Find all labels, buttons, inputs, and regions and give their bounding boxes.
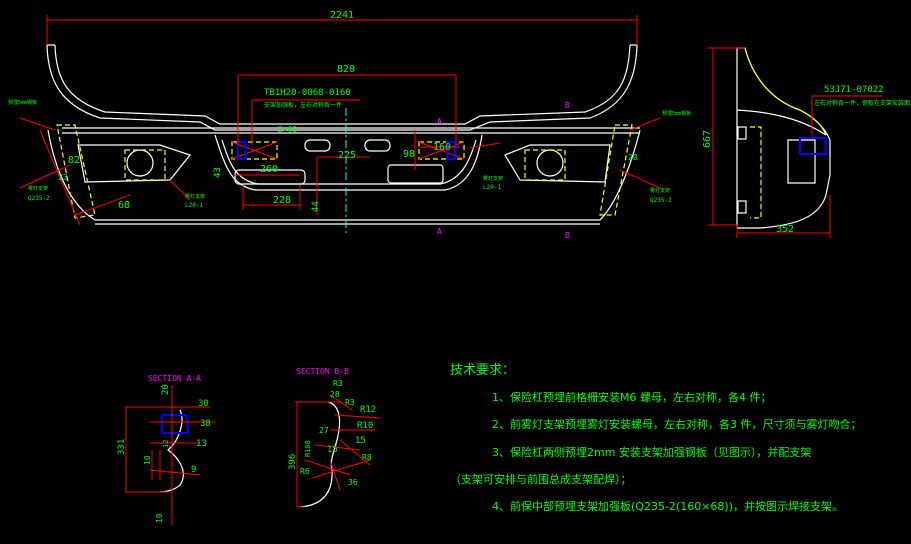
dim-b-15b: 15: [327, 445, 338, 455]
section-mark-a-bottom: A: [437, 227, 442, 236]
dim-b-396: 396: [288, 454, 298, 470]
section-a-a: SECTION A-A 20 30 38 13 9 331 10 10 12: [117, 374, 215, 525]
requirements-heading: 技术要求：: [450, 363, 516, 378]
dim-b-r3b: R3: [345, 398, 355, 407]
dim-right-small: 20: [628, 153, 638, 162]
label-lamp-right-code: L20-1: [483, 184, 501, 191]
requirement-3-continued: （支架可安排与前围总成支架配焊）；: [450, 473, 632, 486]
dim-44: 44: [311, 201, 321, 212]
requirement-1: 1、保险杠预埋前格栅安装M6 螺母，左右对称，各4 件；: [492, 391, 772, 404]
dim-a-10b: 10: [155, 513, 164, 523]
dim-b-27: 27: [319, 426, 329, 435]
section-a-title: SECTION A-A: [148, 374, 201, 383]
section-mark-b-top: B: [565, 101, 570, 110]
label-lamp-left-code: L20-1: [185, 202, 203, 209]
section-b-title: SECTION B-B: [296, 367, 349, 376]
requirement-2: 2、前雾灯支架预埋雾灯安装螺母，左右对称，各3 件，尺寸须与雾灯吻合；: [492, 418, 862, 431]
dim-2phi9: 2-Φ9: [278, 125, 297, 134]
dim-160: 160: [433, 142, 451, 153]
dim-352: 352: [776, 224, 794, 235]
dim-b-28: 28: [330, 390, 340, 399]
dim-225: 225: [338, 150, 356, 161]
dim-98: 98: [403, 149, 415, 160]
dim-820: 820: [337, 64, 355, 75]
dim-b-15: 15: [355, 436, 366, 446]
label-plate-right: 预埋5mm钢板: [662, 110, 691, 117]
label-lamp-right: 雾灯支架: [483, 175, 503, 182]
dim-a-9: 9: [191, 465, 196, 475]
dim-667: 667: [702, 130, 713, 148]
dim-a-38: 38: [200, 419, 211, 429]
section-mark-b-bottom: B: [565, 231, 570, 240]
dim-b-r10: R10: [357, 421, 373, 431]
label-lamp-left: 雾灯支架: [185, 193, 205, 200]
dim-b-36: 36: [348, 478, 358, 487]
label-bracket-left: 雾灯支架: [28, 185, 48, 192]
part-note-front: 支架加强板，左右对称各一件: [264, 101, 342, 109]
dim-b-r8: R8: [362, 453, 372, 462]
dim-a-30: 30: [198, 399, 209, 409]
dim-a-13: 13: [196, 439, 207, 449]
dim-a-331: 331: [117, 439, 127, 455]
front-dimensions: [19, 15, 661, 226]
dim-left-small: 23: [58, 173, 68, 182]
part-number-side: 53J71-07022: [824, 85, 884, 95]
dim-b-r108: R108: [304, 440, 312, 457]
section-mark-a-top: A: [437, 117, 442, 126]
label-bracket-right: 雾灯支架: [650, 187, 670, 194]
requirement-3: 3、保险杠两侧预埋2mm 安装支架加强钢板（见图示），并配支架: [492, 446, 812, 459]
label-bracket-left-code: Q235-2: [28, 195, 50, 202]
dim-82: 82: [68, 155, 80, 166]
part-number-front: TB1H20-0068-0160: [264, 88, 351, 98]
dim-228: 228: [273, 195, 291, 206]
label-plate-left: 预埋5mm钢板: [8, 99, 37, 106]
front-view-outline: [46, 44, 641, 235]
dim-a-20: 20: [161, 384, 171, 395]
requirement-4: 4、前保中部预埋支架加强板(Q235-2(160×68))，并按图示焊接支架。: [492, 500, 843, 513]
front-dimension-text: 2241 820 TB1H20-0068-0160 支架加强板，左右对称各一件 …: [8, 10, 691, 240]
dim-a-12: 12: [162, 440, 170, 448]
section-b-b: SECTION B-B R3 28 R3 R12 R10 27 15 R8 15…: [288, 367, 381, 508]
dim-68: 68: [118, 200, 130, 211]
dim-b-r3: R3: [333, 379, 343, 388]
dim-43: 43: [213, 167, 223, 178]
part-note-side: 左右对称各一件，钢板在支架安装面上: [814, 99, 911, 107]
side-view: 667 352 53J71-07022 左右对称各一件，钢板在支架安装面上: [702, 47, 911, 238]
dim-a-10: 10: [143, 455, 152, 465]
dim-260: 260: [260, 164, 278, 175]
label-bracket-right-code: Q235-2: [650, 197, 672, 204]
dim-2241: 2241: [330, 10, 354, 21]
dim-b-r12: R12: [360, 405, 376, 415]
dim-b-r6: R6: [300, 467, 310, 476]
